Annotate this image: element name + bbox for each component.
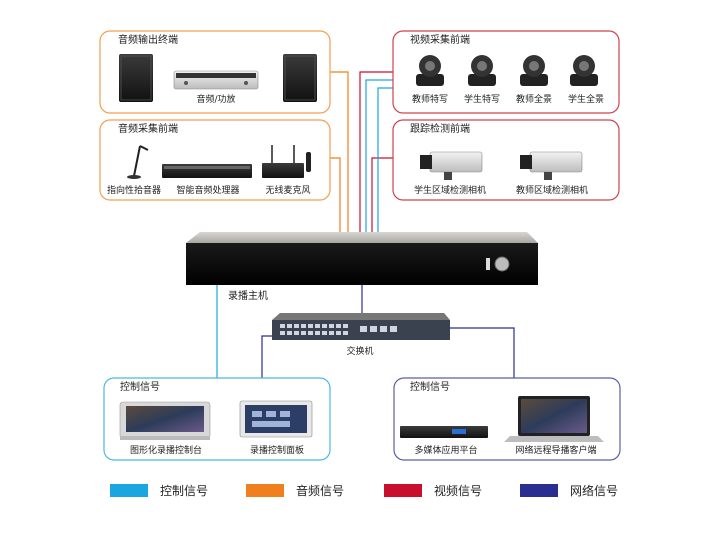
audio-processor-icon <box>162 164 252 178</box>
legend-label: 视频信号 <box>434 483 482 498</box>
caption-wireless-mic: 无线麦克风 <box>265 184 310 196</box>
wireless-microphone-icon <box>262 145 311 178</box>
caption-control-panel: 录播控制面板 <box>250 444 304 456</box>
panel-title: 视频采集前端 <box>410 33 470 46</box>
legend-swatch <box>384 484 422 497</box>
caption-directional-mic: 指向性拾音器 <box>107 184 161 196</box>
control-line-2 <box>377 87 393 232</box>
legend-label: 音频信号 <box>296 483 344 498</box>
control-console-icon <box>119 401 211 440</box>
panel-title: 音频输出终端 <box>118 33 178 46</box>
caption-media-platform: 多媒体应用平台 <box>414 444 477 456</box>
box-camera-icon <box>420 151 483 180</box>
video-line-1 <box>359 71 393 232</box>
legend-swatch <box>520 484 558 497</box>
caption-remote-client: 网络远程导播客户端 <box>515 444 596 456</box>
legend-swatch <box>246 484 284 497</box>
legend-label: 网络信号 <box>570 483 618 498</box>
caption-graphic-console: 图形化录播控制台 <box>130 444 202 456</box>
laptop-icon <box>504 396 604 442</box>
audio-line-capture <box>330 157 341 232</box>
panel-title: 控制信号 <box>120 380 160 393</box>
amplifier-icon <box>173 70 259 90</box>
box-camera-icon <box>520 151 583 180</box>
panel-title: 跟踪检测前端 <box>410 122 470 135</box>
ptz-camera-icon <box>520 55 548 86</box>
network-line-switch-right <box>450 327 515 383</box>
panel-audio-capture: 音频采集前端 指向性拾音器 智能音频处理器 无线麦克风 <box>99 119 331 201</box>
caption-audio-processor: 智能音频处理器 <box>176 184 239 196</box>
caption-student-detect-camera: 学生区域检测相机 <box>414 184 486 196</box>
audio-line-output <box>330 71 349 232</box>
caption-student-closeup: 学生特写 <box>464 93 500 105</box>
network-switch-device <box>272 313 450 340</box>
video-line-2 <box>371 157 393 232</box>
speaker-icon <box>283 54 317 102</box>
panel-control-right: 控制信号 多媒体应用平台 网络远程导播客户端 <box>393 377 621 461</box>
ptz-camera-icon <box>570 55 598 86</box>
caption-student-panorama: 学生全景 <box>568 93 604 105</box>
panel-tracking: 跟踪检测前端 学生区域检测相机 教师区域检测相机 <box>392 119 620 201</box>
recording-host-label: 录播主机 <box>228 289 268 302</box>
legend-label: 控制信号 <box>160 484 208 498</box>
network-line-switch-left <box>261 335 272 383</box>
legend: 控制信号 音频信号 视频信号 网络信号 <box>110 483 618 498</box>
control-panel-icon <box>239 400 313 438</box>
caption-amplifier: 音频/功放 <box>196 93 235 105</box>
media-platform-device-icon <box>400 426 488 438</box>
switch-label: 交换机 <box>346 345 373 357</box>
legend-swatch <box>110 484 148 497</box>
ptz-camera-icon <box>468 55 496 86</box>
caption-teacher-closeup: 教师特写 <box>412 93 448 105</box>
connection-lines <box>216 71 515 383</box>
speaker-icon <box>119 54 153 102</box>
ptz-camera-icon <box>416 55 444 86</box>
caption-teacher-panorama: 教师全景 <box>516 93 552 105</box>
control-line-1 <box>365 79 393 232</box>
caption-teacher-detect-camera: 教师区域检测相机 <box>516 184 588 196</box>
panel-audio-output: 音频输出终端 音频/功放 <box>99 30 331 114</box>
panel-title: 控制信号 <box>410 380 450 393</box>
panel-title: 音频采集前端 <box>118 122 178 135</box>
panel-control-left: 控制信号 图形化录播控制台 录播控制面板 <box>103 377 331 461</box>
directional-microphone-icon <box>127 145 149 179</box>
recording-host-device <box>186 232 538 285</box>
panel-video-capture: 视频采集前端 教师特写 学生特写 教师全景 学生全景 <box>392 30 620 114</box>
